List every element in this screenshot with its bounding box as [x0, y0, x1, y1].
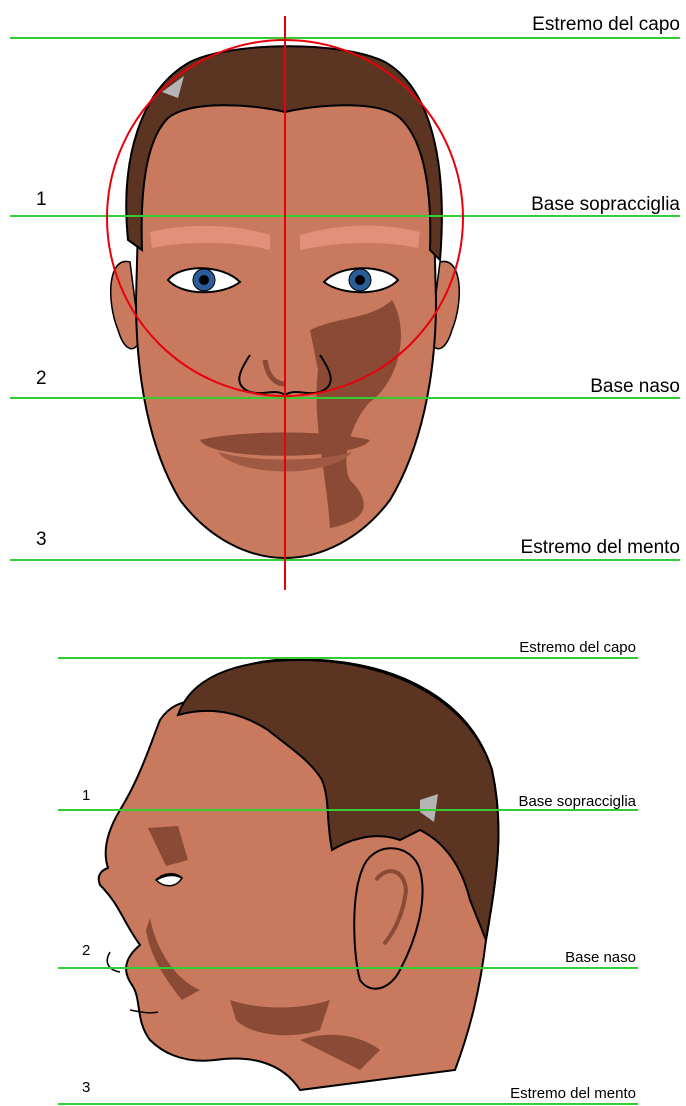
side-number-3: 3: [82, 1079, 90, 1096]
side-label-3: Estremo del mento: [510, 1085, 636, 1102]
side-label-2: Base naso: [565, 949, 636, 966]
side-label-top: Estremo del capo: [519, 639, 636, 656]
side-number-2: 2: [82, 942, 90, 959]
front-label-1: Base sopracciglia: [531, 194, 680, 215]
front-label-3: Estremo del mento: [521, 537, 680, 558]
front-label-2: Base naso: [590, 376, 680, 397]
side-face-illustration: [99, 659, 499, 1090]
side-number-1: 1: [82, 787, 90, 804]
front-number-3: 3: [36, 529, 47, 550]
front-label-top: Estremo del capo: [532, 14, 680, 35]
front-number-1: 1: [36, 189, 47, 210]
side-label-1: Base sopracciglia: [518, 793, 636, 810]
front-number-2: 2: [36, 368, 47, 389]
